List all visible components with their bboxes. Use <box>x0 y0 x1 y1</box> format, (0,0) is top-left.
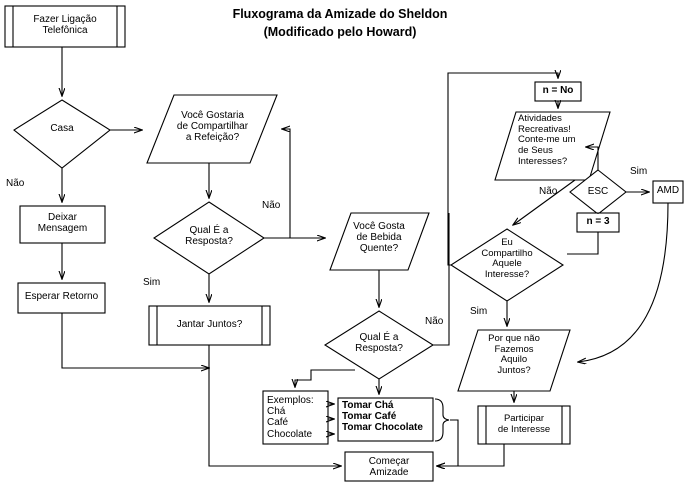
edge-resposta2-to-exemplos <box>295 369 355 387</box>
node-esc-label[interactable]: ESC <box>587 186 609 197</box>
node-n-no-label[interactable]: n = No <box>542 85 574 96</box>
shape-bebida-quente <box>329 212 430 271</box>
page-title-line2: (Modificado pelo Howard) <box>263 25 417 39</box>
node-casa-label[interactable]: Casa <box>50 123 74 134</box>
node-atividades-label[interactable]: Atividades Recreativas! Conte-me um de S… <box>518 113 576 167</box>
edge-jantar-to-comecar <box>208 345 341 466</box>
node-participar-interesse-label[interactable]: Participar de Interesse <box>497 413 551 435</box>
edge-n3-to-interesse <box>567 232 599 255</box>
node-exemplos-label[interactable]: Exemplos: Chá Café Chocolate <box>267 395 314 440</box>
node-deixar-mensagem-label[interactable]: Deixar Mensagem <box>37 212 88 235</box>
brace-tomar <box>434 398 450 442</box>
node-start-call-label[interactable]: Fazer Ligação Telefônica <box>33 14 97 37</box>
node-compartilhar-refeicao-label[interactable]: Você Gostaria de Compartilhar a Refeição… <box>176 110 249 144</box>
edge-label-resposta1-sim: Sim <box>143 277 161 288</box>
node-esperar-retorno-label[interactable]: Esperar Retorno <box>24 291 99 302</box>
shape-esperar-retorno <box>17 282 106 314</box>
edge-tomar-to-comecar <box>437 419 459 466</box>
edge-label-atividades-nao: Não <box>539 186 558 197</box>
shape-jantar-juntos <box>148 305 271 346</box>
shape-exemplos <box>262 390 329 445</box>
edge-esperar-to-join <box>61 313 209 368</box>
shape-participar-interesse <box>477 405 571 445</box>
edge-atividades-nao-to-interesse <box>513 179 576 225</box>
node-comecar-amizade-label[interactable]: Começar Amizade <box>368 456 410 479</box>
edge-label-casa-nao: Não <box>6 178 25 189</box>
edge-label-resposta2-nao: Não <box>425 316 444 327</box>
node-bebida-quente-label[interactable]: Você Gosta de Bebida Quente? <box>353 221 405 255</box>
node-qual-resposta-1-label[interactable]: Qual É a Resposta? <box>185 225 233 248</box>
page-title-line1: Fluxograma da Amizade do Sheldon <box>232 7 448 21</box>
node-amd-label[interactable]: AMD <box>656 185 680 196</box>
shape-comecar-amizade <box>344 451 434 482</box>
edge-esc-to-atividades <box>586 147 599 170</box>
edge-resposta1-nao-loop <box>264 129 291 239</box>
node-n-3-label[interactable]: n = 3 <box>586 216 610 227</box>
edge-label-interesse-sim: Sim <box>470 306 488 317</box>
edge-label-esc-sim: Sim <box>630 166 648 177</box>
shape-compartilhar-refeicao <box>146 94 278 164</box>
shape-tomar <box>337 397 434 442</box>
edge-amd-to-fazemos <box>578 202 669 362</box>
node-fazemos-juntos-label[interactable]: Por que não Fazemos Aquilo Juntos? <box>488 333 540 376</box>
edge-interesse-nao-loop <box>447 73 558 266</box>
edge-label-refeicao-nao: Não <box>262 200 281 211</box>
node-jantar-juntos-label[interactable]: Jantar Juntos? <box>176 319 243 330</box>
node-compartilho-interesse-label[interactable]: Eu Compartilho Aquele Interesse? <box>481 237 533 280</box>
node-qual-resposta-2-label[interactable]: Qual É a Resposta? <box>355 332 403 355</box>
node-tomar-label[interactable]: Tomar Chá Tomar Café Tomar Chocolate <box>342 400 423 434</box>
shape-fazemos-juntos <box>457 329 571 392</box>
edge-resposta2-nao-up <box>433 213 450 346</box>
edge-participar-to-comecar <box>437 444 505 466</box>
shape-start-call <box>4 5 126 48</box>
